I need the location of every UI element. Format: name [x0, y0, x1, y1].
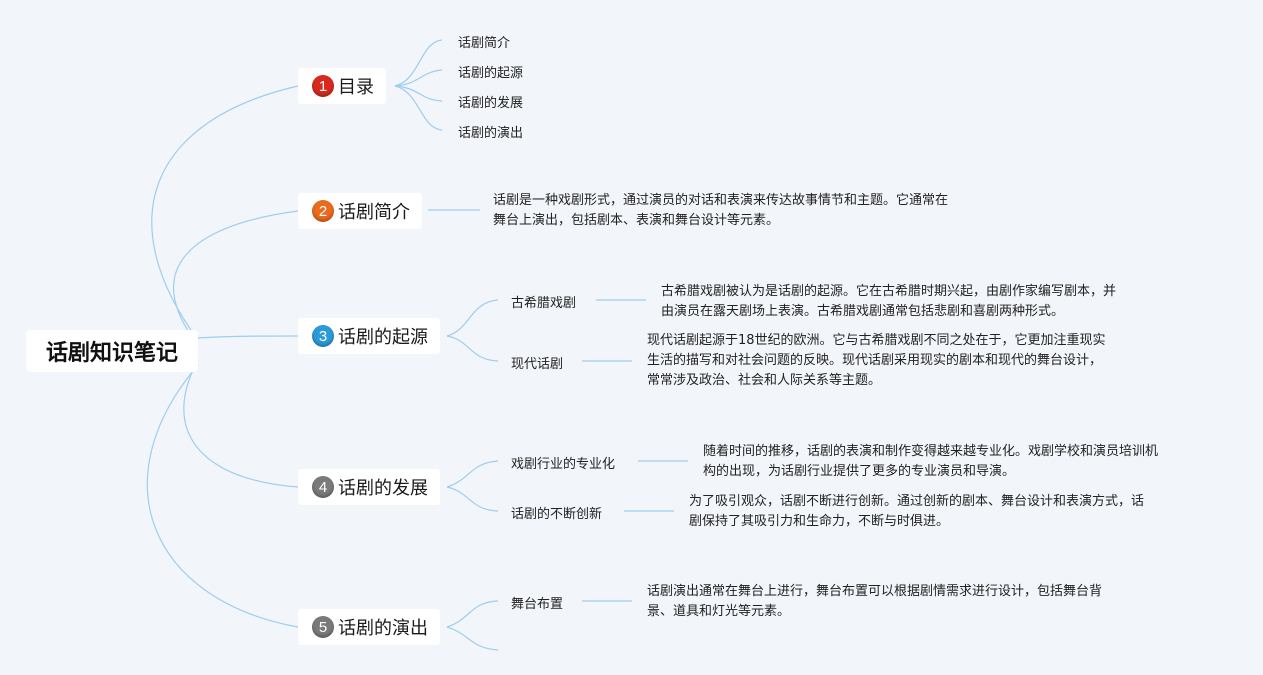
branch-label: 话剧简介 [338, 202, 410, 223]
branch-origin[interactable]: 3 话剧的起源 [298, 318, 440, 354]
note-line: 生活的描写和对社会问题的反映。现代话剧采用现实的剧本和现代的舞台设计， [647, 353, 1103, 368]
topic-note: 随着时间的推移，话剧的表演和制作变得越来越专业化。戏剧学校和演员培训机 构的出现… [703, 442, 1158, 482]
link-root-b5 [146, 364, 299, 628]
link-origin-1 [446, 299, 499, 337]
note-line: 舞台上演出，包括剧本、表演和舞台设计等元素。 [493, 213, 780, 228]
note-line: 话剧演出通常在舞台上进行，舞台布置可以根据剧情需求进行设计，包括舞台背 [647, 584, 1103, 599]
toc-item[interactable]: 话剧的起源 [458, 66, 524, 81]
note-line: 为了吸引观众，话剧不断进行创新。通过创新的剧本、舞台设计和表演方式，话 [689, 494, 1145, 509]
intro-note: 话剧是一种戏剧形式，通过演员的对话和表演来传达故事情节和主题。它通常在 舞台上演… [493, 191, 948, 231]
number-badge-3: 3 [312, 325, 334, 347]
topic-note: 古希腊戏剧被认为是话剧的起源。它在古希腊时期兴起，由剧作家编写剧本，并 由演员在… [661, 282, 1116, 322]
number-badge-1: 1 [312, 75, 334, 97]
topic-note: 话剧演出通常在舞台上进行，舞台布置可以根据剧情需求进行设计，包括舞台背 景、道具… [647, 582, 1102, 622]
number-badge-4: 4 [312, 476, 334, 498]
note-line: 景、道具和灯光等元素。 [647, 604, 791, 619]
topic-ancient-greek[interactable]: 古希腊戏剧 [511, 296, 577, 311]
topic-stage-setting[interactable]: 舞台布置 [511, 597, 564, 612]
link-toc-2 [394, 69, 443, 87]
number-badge-2: 2 [312, 200, 334, 222]
branch-development[interactable]: 4 话剧的发展 [298, 469, 440, 505]
link-origin-2 [446, 335, 499, 362]
number-badge-5: 5 [312, 616, 334, 638]
toc-item[interactable]: 话剧的发展 [458, 96, 524, 111]
topic-modern-drama[interactable]: 现代话剧 [511, 357, 564, 372]
link-root-b4 [183, 359, 299, 488]
root-title: 话剧知识笔记 [45, 341, 178, 366]
link-perf-1 [446, 600, 499, 628]
link-toc-3 [394, 85, 443, 102]
note-line: 剧保持了其吸引力和生命力，不断与时俱进。 [689, 514, 950, 529]
branch-intro[interactable]: 2 话剧简介 [298, 193, 422, 229]
note-line: 现代话剧起源于18世纪的欧洲。它与古希腊戏剧不同之处在于，它更加注重现实 [647, 333, 1106, 348]
branch-performance[interactable]: 5 话剧的演出 [298, 609, 440, 645]
toc-item[interactable]: 话剧的演出 [458, 126, 524, 141]
note-line: 话剧是一种戏剧形式，通过演员的对话和表演来传达故事情节和主题。它通常在 [493, 193, 949, 208]
note-line: 由演员在露天剧场上表演。古希腊戏剧通常包括悲剧和喜剧两种形式。 [661, 304, 1065, 319]
topic-note: 为了吸引观众，话剧不断进行创新。通过创新的剧本、舞台设计和表演方式，话 剧保持了… [689, 492, 1144, 532]
branch-label: 话剧的演出 [338, 618, 428, 639]
topic-professionalization[interactable]: 戏剧行业的专业化 [511, 457, 616, 472]
toc-item[interactable]: 话剧简介 [458, 36, 511, 51]
link-dev-1 [446, 460, 499, 488]
root-node[interactable]: 话剧知识笔记 [26, 330, 198, 372]
link-perf-2 [446, 626, 499, 651]
topic-note: 现代话剧起源于18世纪的欧洲。它与古希腊戏剧不同之处在于，它更加注重现实 生活的… [647, 331, 1106, 391]
branch-label: 目录 [338, 77, 374, 98]
link-root-b2 [172, 210, 299, 346]
note-line: 常常涉及政治、社会和人际关系等主题。 [647, 373, 882, 388]
note-line: 随着时间的推移，话剧的表演和制作变得越来越专业化。戏剧学校和演员培训机 [703, 444, 1159, 459]
link-toc-4 [394, 85, 443, 131]
link-toc-1 [394, 39, 443, 87]
link-dev-2 [446, 486, 499, 512]
link-root-b3 [197, 335, 299, 339]
branch-toc[interactable]: 1 目录 [298, 68, 386, 104]
note-line: 构的出现，为话剧行业提供了更多的专业演员和导演。 [703, 464, 1016, 479]
note-line: 古希腊戏剧被认为是话剧的起源。它在古希腊时期兴起，由剧作家编写剧本，并 [661, 284, 1117, 299]
branch-label: 话剧的起源 [338, 327, 428, 348]
topic-innovation[interactable]: 话剧的不断创新 [511, 507, 603, 522]
branch-label: 话剧的发展 [338, 478, 428, 499]
link-root-b1 [151, 85, 299, 341]
